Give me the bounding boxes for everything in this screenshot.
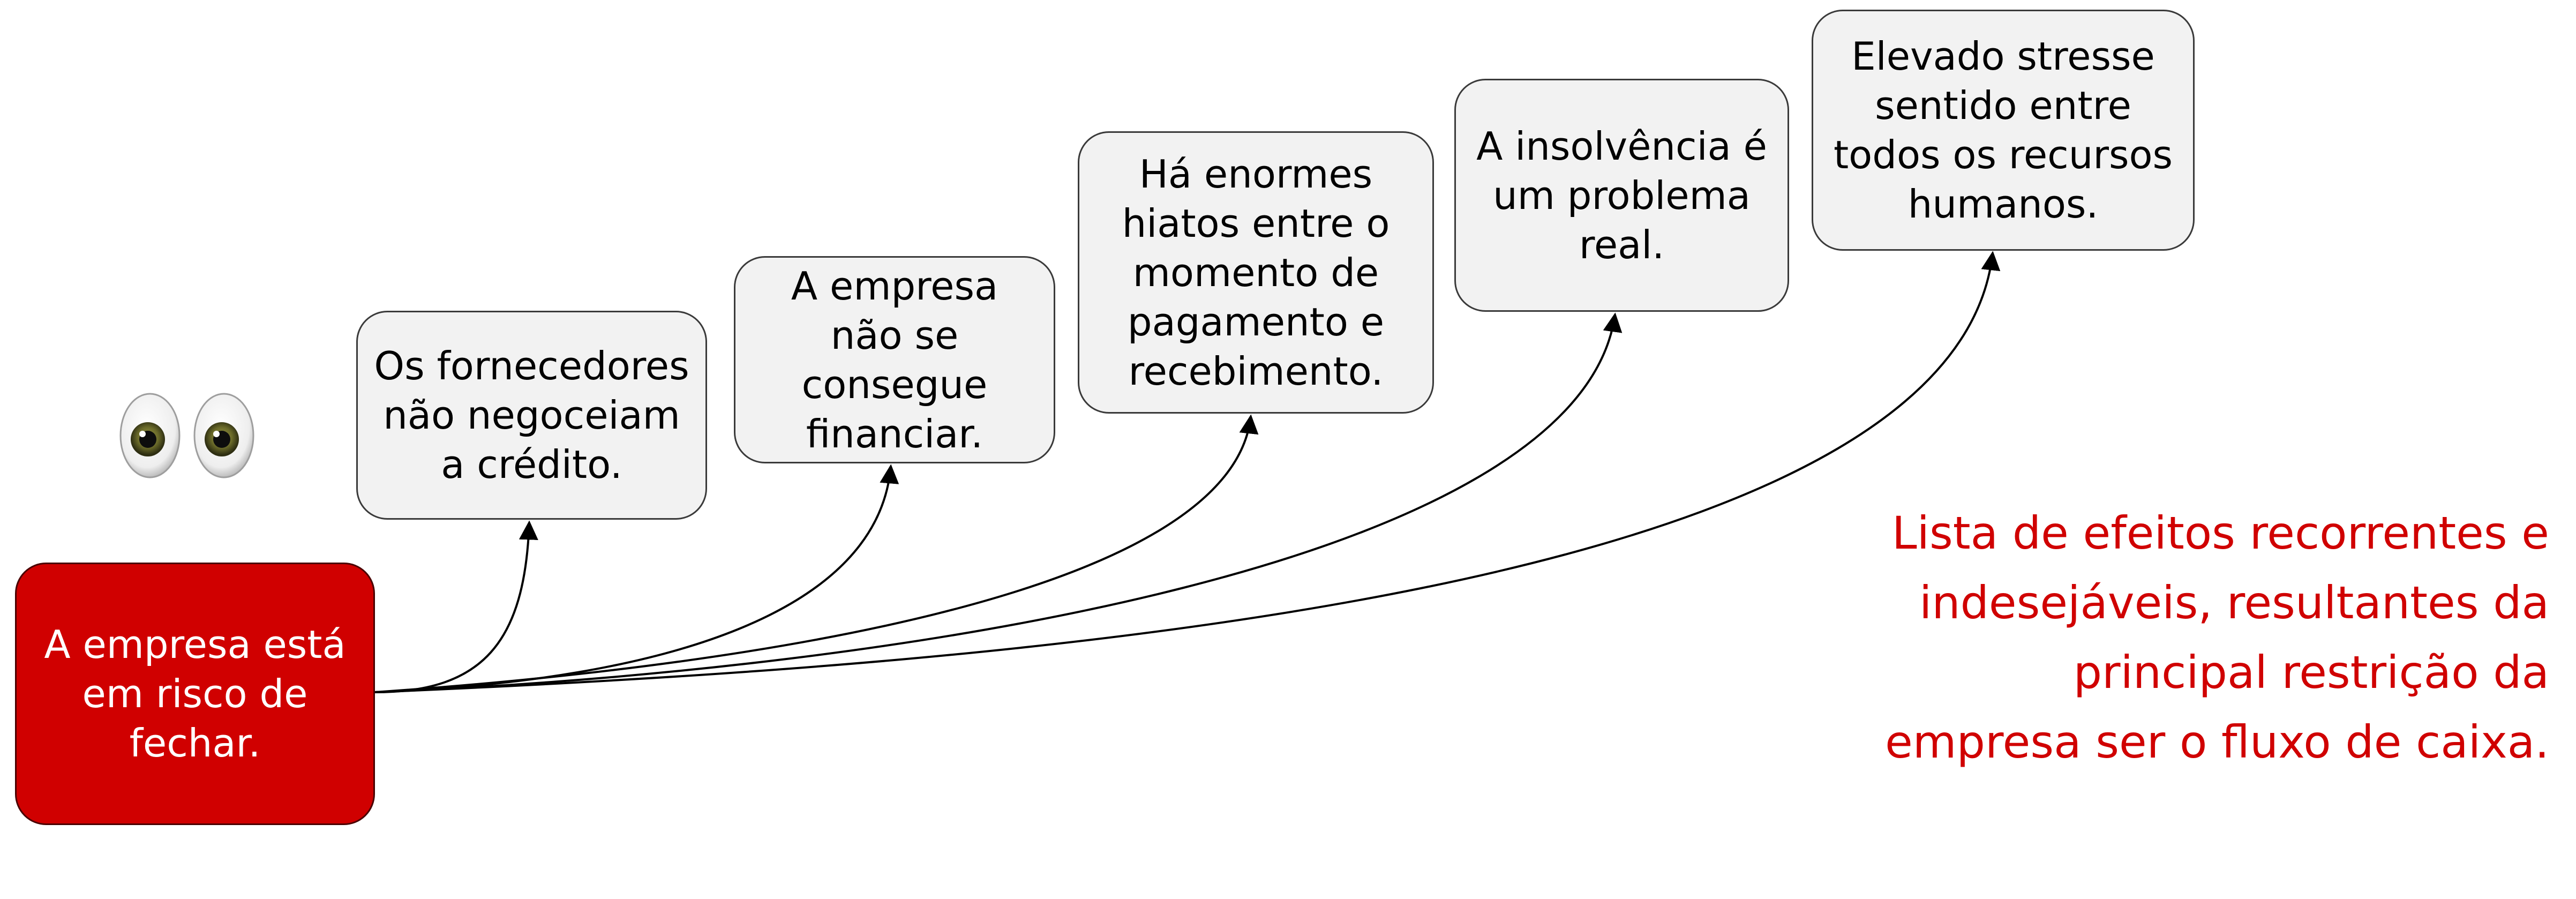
connector-arrow-1	[374, 520, 538, 693]
caption-text: Lista de efeitos recorrentes e indesejáv…	[1885, 507, 2549, 768]
effect-node-3: Há enormes hiatos entre o momento de pag…	[1078, 131, 1434, 414]
effect-node-5-label: Elevado stresse sentido entre todos os r…	[1833, 34, 2173, 227]
effect-node-3-label: Há enormes hiatos entre o momento de pag…	[1122, 151, 1390, 394]
effect-node-2: A empresa não se consegue financiar.	[734, 256, 1055, 463]
root-node-label: A empresa está em risco de fechar.	[44, 622, 346, 766]
effect-node-1-label: Os fornecedores não negoceiam a crédito.	[374, 343, 689, 487]
eyes-emoji-icon	[119, 393, 254, 478]
connector-arrow-3	[374, 414, 1259, 693]
effect-node-5: Elevado stresse sentido entre todos os r…	[1812, 10, 2195, 251]
effect-node-1: Os fornecedores não negoceiam a crédito.	[356, 311, 707, 520]
root-node-risk-of-closing: A empresa está em risco de fechar.	[15, 563, 375, 825]
effect-node-2-label: A empresa não se consegue financiar.	[791, 263, 998, 456]
connector-arrow-4	[374, 312, 1623, 693]
effect-node-4: A insolvência é um problema real.	[1454, 79, 1789, 312]
connector-arrow-5	[374, 251, 2001, 693]
effect-node-4-label: A insolvência é um problema real.	[1476, 123, 1767, 267]
